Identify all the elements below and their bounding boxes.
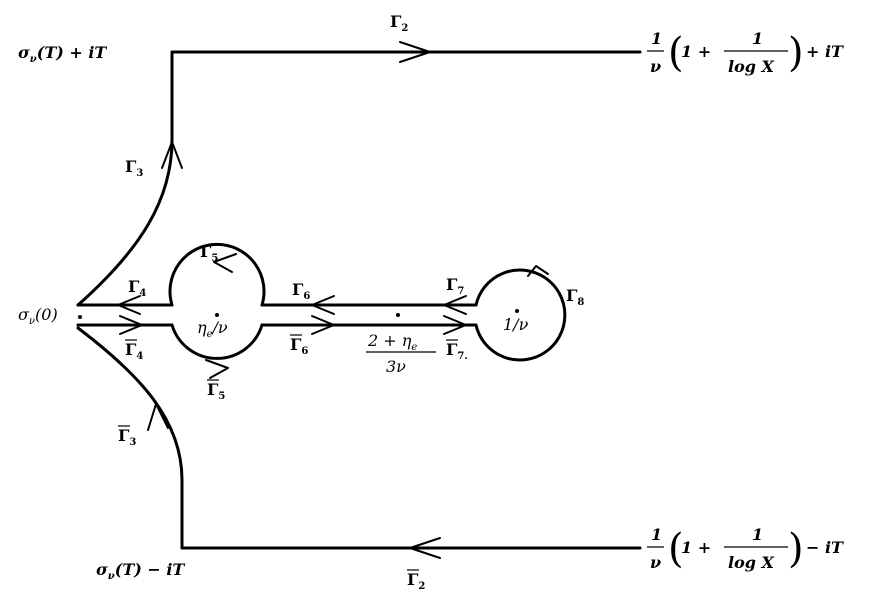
top-close-paren: ): [788, 30, 804, 76]
top-frac-num: 1: [651, 29, 662, 48]
top-inner-den: log X: [728, 57, 775, 76]
origin-dot: [78, 315, 82, 319]
bottom-open-paren: (: [668, 526, 684, 572]
gamma7bar-arrow: [443, 315, 467, 335]
inv-nu-label: 1/ν: [503, 315, 529, 334]
gamma6bar-label: Γ6: [290, 335, 308, 357]
gamma6-arrow: [311, 295, 335, 315]
gamma5bar-arrow: [205, 359, 229, 379]
top-endpoint-expression: 1 ν ( 1 + 1 log X ) + iT: [647, 29, 844, 76]
gamma4bar-arrow: [119, 315, 143, 335]
gamma8-arrow: [527, 265, 549, 277]
gamma3-arrow: [161, 141, 183, 169]
top-tail: + iT: [806, 42, 844, 61]
mid-dot: [396, 313, 400, 317]
eta-dot: [215, 313, 219, 317]
gamma3bar-arrow: [147, 403, 169, 431]
inv-nu-dot: [515, 309, 519, 313]
gamma5bar-label: Γ5: [207, 380, 225, 402]
sigma-t-plus-label: σν(T) + iT: [18, 43, 107, 65]
bottom-one-plus: 1 +: [681, 538, 711, 557]
top-inner-num: 1: [752, 29, 763, 48]
gamma8-circle-path: [474, 268, 567, 362]
mid-den-label: 3ν: [386, 357, 406, 376]
eta-label: ηe/ν: [197, 318, 228, 340]
gamma4bar-label: Γ4: [125, 340, 143, 362]
gamma6bar-arrow: [311, 315, 335, 335]
bottom-tail: − iT: [806, 538, 844, 557]
gamma7-arrow: [443, 295, 467, 315]
gamma5-label: Γ5: [200, 242, 218, 264]
gamma3-path: [76, 50, 174, 307]
gamma8-label: Γ8: [566, 286, 584, 308]
gamma5-arrow: [213, 253, 237, 273]
gamma4-label: Γ4: [128, 277, 146, 299]
gamma2-arrow: [399, 41, 431, 63]
top-one-plus: 1 +: [681, 42, 711, 61]
gamma6-label: Γ6: [292, 280, 310, 302]
mid-num-label: 2 + ηe: [367, 331, 417, 353]
bottom-close-paren: ): [788, 526, 804, 572]
sigma-t-minus-label: σν(T) − iT: [96, 560, 185, 582]
top-frac-den: ν: [650, 57, 661, 76]
bottom-inner-num: 1: [752, 525, 763, 544]
gamma4-arrow: [117, 295, 141, 315]
bottom-frac-num: 1: [651, 525, 662, 544]
gamma2bar-label: Γ2: [407, 570, 425, 592]
top-open-paren: (: [668, 30, 684, 76]
gamma5-circle-path: [168, 243, 266, 360]
gamma7bar-label: Γ7.: [446, 340, 468, 362]
bottom-endpoint-expression: 1 ν ( 1 + 1 log X ) − iT: [647, 525, 844, 572]
gamma2-label: Γ2: [390, 12, 408, 34]
sigma-0-label: σν(0): [18, 305, 58, 327]
bottom-frac-den: ν: [650, 553, 661, 572]
gamma2bar-arrow: [409, 537, 441, 559]
gamma3-label: Γ3: [125, 157, 143, 179]
gamma7-label: Γ7: [446, 275, 464, 297]
bottom-inner-den: log X: [728, 553, 775, 572]
gamma3bar-label: Γ3: [118, 426, 136, 448]
